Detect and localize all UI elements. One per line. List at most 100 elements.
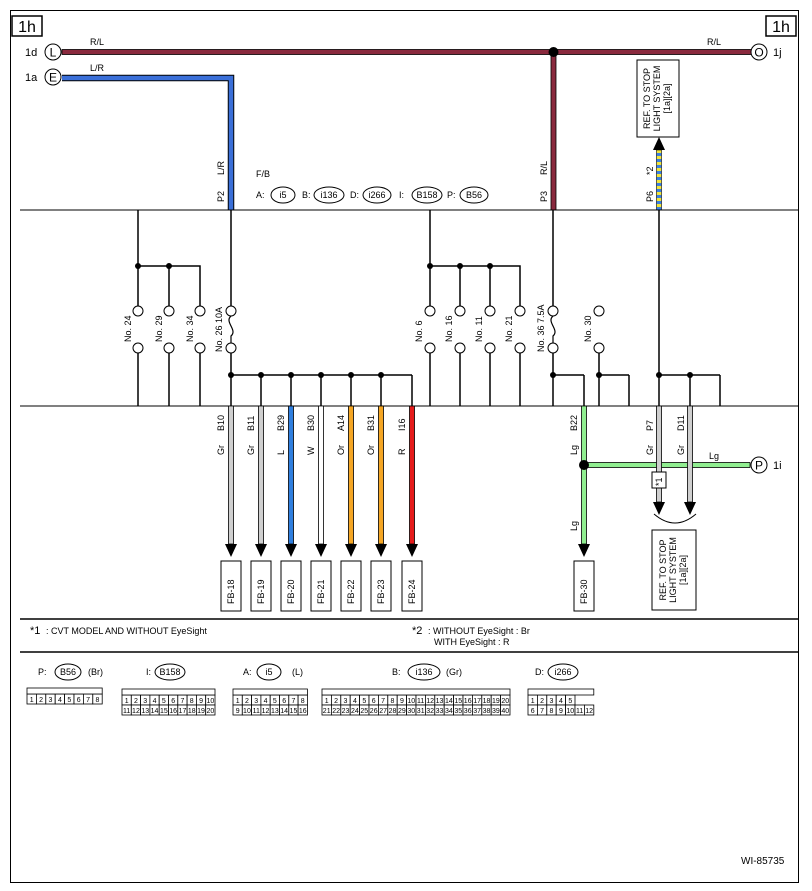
svg-text:26: 26 xyxy=(370,708,378,715)
svg-text:18: 18 xyxy=(188,708,196,715)
svg-text:(Gr): (Gr) xyxy=(446,667,462,677)
svg-text:24: 24 xyxy=(351,708,359,715)
wire-color-label: W xyxy=(306,446,316,455)
svg-text:REF. TO STOP: REF. TO STOP xyxy=(642,68,652,129)
svg-text:LIGHT SYSTEM: LIGHT SYSTEM xyxy=(652,66,662,132)
svg-text:19: 19 xyxy=(492,698,500,705)
junction-dot xyxy=(548,47,559,57)
svg-text:31: 31 xyxy=(417,708,425,715)
fuse-labels-left: No. 24 No. 29 No. 34 No. 26 10A xyxy=(123,307,224,352)
svg-text:F/B: F/B xyxy=(256,169,270,179)
svg-text:15: 15 xyxy=(454,698,462,705)
svg-text:B56: B56 xyxy=(60,667,76,677)
svg-text:18: 18 xyxy=(483,698,491,705)
svg-text:D:: D: xyxy=(535,667,544,677)
svg-text:Lg: Lg xyxy=(569,445,579,455)
svg-text:2: 2 xyxy=(134,698,138,705)
svg-text:Lg: Lg xyxy=(569,521,579,531)
wire-p6-striped xyxy=(656,149,662,211)
svg-text:8: 8 xyxy=(550,708,554,715)
svg-text:29: 29 xyxy=(398,708,406,715)
svg-text:10: 10 xyxy=(206,698,214,705)
svg-text:5: 5 xyxy=(568,698,572,705)
svg-text:9: 9 xyxy=(199,698,203,705)
svg-text:(L): (L) xyxy=(292,667,303,677)
svg-text:*1: *1 xyxy=(654,477,664,486)
svg-text:P2: P2 xyxy=(216,191,226,202)
svg-text:E: E xyxy=(49,71,57,85)
svg-text:11: 11 xyxy=(576,708,583,715)
svg-text:: WITHOUT EyeSight : Br: : WITHOUT EyeSight : Br xyxy=(428,626,530,636)
arrow-up-to-ref xyxy=(653,137,665,150)
fuse-labels-right: No. 36 7.5A No. 30 xyxy=(536,304,593,352)
fuse-group-middle xyxy=(424,210,526,406)
svg-text:38: 38 xyxy=(483,708,491,715)
wire-rl-drop xyxy=(550,51,557,211)
svg-text:3: 3 xyxy=(344,698,348,705)
svg-text:35: 35 xyxy=(454,708,462,715)
diagram-frame xyxy=(10,10,799,883)
svg-text:1h: 1h xyxy=(772,19,790,36)
svg-text:8: 8 xyxy=(301,698,305,705)
svg-text:5: 5 xyxy=(67,697,71,704)
svg-text:R/L: R/L xyxy=(707,37,721,47)
svg-text:P6: P6 xyxy=(645,191,655,202)
svg-text:12: 12 xyxy=(132,708,140,715)
svg-text:7: 7 xyxy=(540,708,544,715)
pin-label: B30 xyxy=(306,415,316,431)
connector-1a: 1a E xyxy=(25,68,62,86)
fb-label: FB-21 xyxy=(316,579,326,604)
svg-text:13: 13 xyxy=(271,708,279,715)
svg-text:A:: A: xyxy=(243,667,252,677)
svg-text:No. 11: No. 11 xyxy=(474,316,484,342)
drawing-code: WI-85735 xyxy=(741,856,785,867)
svg-text:*1: *1 xyxy=(30,625,40,637)
svg-text:11: 11 xyxy=(123,708,130,715)
svg-text:20: 20 xyxy=(206,708,214,715)
svg-text:6: 6 xyxy=(531,708,535,715)
svg-text:LIGHT SYSTEM: LIGHT SYSTEM xyxy=(668,537,678,603)
fuse-group-right xyxy=(547,210,721,406)
svg-text:4: 4 xyxy=(353,698,357,705)
svg-text:6: 6 xyxy=(372,698,376,705)
svg-text:Lg: Lg xyxy=(709,451,719,461)
ref-box-bottom: REF. TO STOP LIGHT SYSTEM [1a][2a] xyxy=(651,529,697,611)
svg-text:No. 21: No. 21 xyxy=(504,315,514,342)
svg-text:10: 10 xyxy=(407,698,415,705)
svg-text:D11: D11 xyxy=(676,415,686,431)
svg-text:5: 5 xyxy=(362,698,366,705)
svg-text:i266: i266 xyxy=(368,190,385,200)
fb-label: FB-19 xyxy=(256,579,266,604)
svg-text:11: 11 xyxy=(417,698,424,705)
fb-connector-list: F/B A: i5 B: i136 D: i266 I: B158 P: B56 xyxy=(256,169,489,204)
svg-text:34: 34 xyxy=(445,708,453,715)
svg-text:39: 39 xyxy=(492,708,500,715)
connector-1d: 1d L xyxy=(25,43,62,61)
svg-text:13: 13 xyxy=(141,708,149,715)
svg-text:9: 9 xyxy=(559,708,563,715)
fuse-group-left xyxy=(132,210,413,406)
notes: *1 : CVT MODEL AND WITHOUT EyeSight *2 :… xyxy=(30,625,530,647)
svg-text:6: 6 xyxy=(77,697,81,704)
pin-label: B10 xyxy=(216,415,226,431)
fb-label: FB-23 xyxy=(376,579,386,604)
svg-text:1h: 1h xyxy=(18,19,36,36)
svg-text:No. 6: No. 6 xyxy=(414,320,424,342)
svg-text:13: 13 xyxy=(436,698,444,705)
svg-text:1: 1 xyxy=(30,697,34,704)
svg-text:B158: B158 xyxy=(159,667,180,677)
fuse-labels-middle: No. 6 No. 16 No. 11 No. 21 xyxy=(414,315,514,342)
wire-color-label: L xyxy=(276,450,286,455)
svg-text:14: 14 xyxy=(280,708,288,715)
svg-text:P:: P: xyxy=(447,190,456,200)
wire-color-label: Or xyxy=(336,445,346,455)
svg-text:37: 37 xyxy=(473,708,481,715)
svg-text:4: 4 xyxy=(153,698,157,705)
svg-text:20: 20 xyxy=(501,698,509,705)
